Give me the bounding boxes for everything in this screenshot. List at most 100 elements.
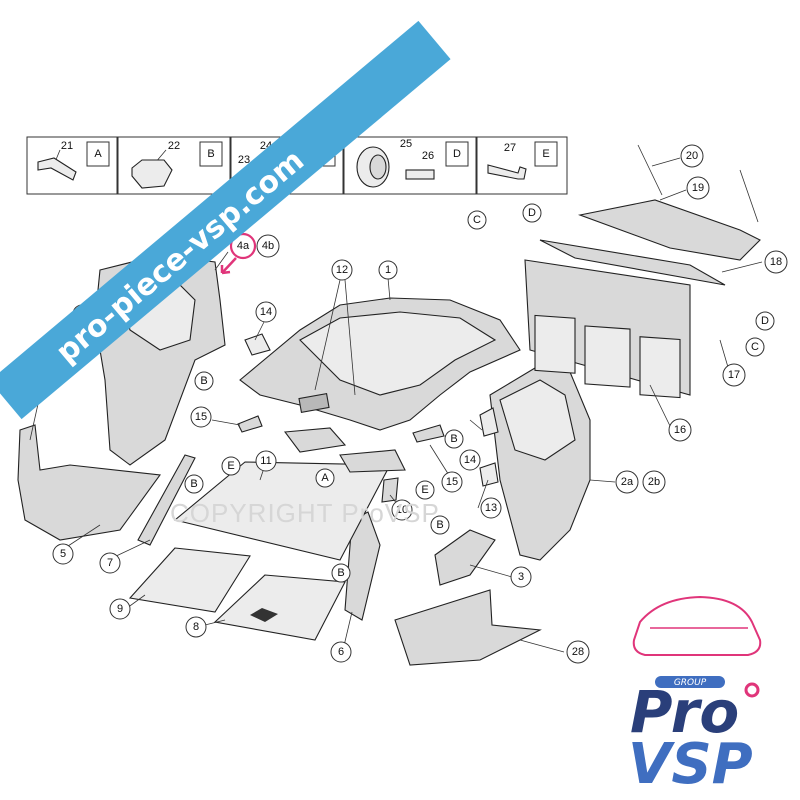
- svg-text:10: 10: [396, 504, 408, 516]
- legend-number: 21: [61, 140, 73, 152]
- logo-gear-icon: [744, 682, 760, 698]
- callout-3: 3: [510, 566, 532, 588]
- callout-7: 7: [99, 552, 121, 574]
- svg-text:9: 9: [117, 603, 123, 615]
- callout-1: 1: [378, 260, 398, 280]
- callout-15a: 15: [190, 406, 212, 428]
- callout-11: 11: [255, 450, 277, 472]
- callout-12: 12: [331, 259, 353, 281]
- pillar-trim-7: [137, 454, 196, 546]
- legend-box-b: B 22: [117, 136, 231, 195]
- svg-text:15: 15: [195, 411, 207, 423]
- lamp-14: [244, 333, 271, 356]
- callout-14b: 14: [459, 449, 481, 471]
- boot-side-right: [394, 589, 542, 666]
- legend-number: 22: [168, 140, 180, 152]
- svg-text:B: B: [337, 567, 344, 579]
- svg-text:16: 16: [674, 424, 686, 436]
- svg-text:28: 28: [572, 646, 584, 658]
- sun-visor-right: [339, 449, 406, 473]
- callout-2b: 2b: [642, 470, 666, 494]
- svg-text:5: 5: [60, 548, 66, 560]
- svg-text:B: B: [450, 433, 457, 445]
- callout-C1: C: [467, 210, 487, 230]
- callout-10: 10: [391, 499, 413, 521]
- provsp-logo: GROUP Pro VSP: [628, 595, 762, 797]
- callout-C2: C: [745, 337, 765, 357]
- callout-5: 5: [52, 543, 74, 565]
- svg-text:19: 19: [692, 182, 704, 194]
- boot-floor-11: [173, 461, 391, 561]
- logo-group-tag: GROUP: [674, 678, 707, 688]
- svg-text:15: 15: [446, 476, 458, 488]
- svg-text:17: 17: [728, 369, 740, 381]
- rivet-a-icon: [37, 157, 77, 181]
- legend-letter: A: [94, 148, 102, 160]
- callout-9: 9: [109, 598, 131, 620]
- svg-text:2b: 2b: [648, 476, 660, 488]
- callout-B4: B: [331, 563, 351, 583]
- logo-pro: Pro: [630, 678, 739, 746]
- floor-mat-9: [128, 547, 251, 613]
- callout-B3: B: [184, 474, 204, 494]
- car-outline-icon: [632, 595, 762, 656]
- svg-text:14: 14: [260, 306, 272, 318]
- grab-handle-15: [237, 415, 263, 433]
- svg-text:13: 13: [485, 502, 497, 514]
- svg-text:4b: 4b: [262, 240, 274, 252]
- headliner-inner: [299, 311, 497, 396]
- callout-D1: D: [522, 203, 542, 223]
- callout-E1: E: [221, 456, 241, 476]
- strap-20b: [739, 169, 759, 223]
- legend-box-e: E 27: [476, 136, 568, 195]
- svg-text:3: 3: [518, 571, 524, 583]
- legend-number: 25: [400, 138, 412, 150]
- svg-text:6: 6: [338, 646, 344, 658]
- callout-8: 8: [185, 616, 207, 638]
- callout-B5: B: [430, 515, 450, 535]
- shelf-18: [539, 239, 726, 286]
- callout-28: 28: [566, 640, 590, 664]
- callout-6: 6: [330, 641, 352, 663]
- callout-2a: 2a: [615, 470, 639, 494]
- svg-text:D: D: [528, 207, 536, 219]
- callout-D2: D: [755, 311, 775, 331]
- pin-e-icon: [487, 164, 527, 180]
- pillar-trim-10: [381, 477, 399, 503]
- svg-text:14: 14: [464, 454, 476, 466]
- sun-visor-left: [283, 427, 347, 453]
- svg-text:B: B: [436, 519, 443, 531]
- callout-E2: E: [415, 480, 435, 500]
- legend-box-d: D 25 26: [343, 136, 477, 195]
- svg-text:18: 18: [770, 256, 782, 268]
- svg-text:E: E: [227, 460, 234, 472]
- svg-text:D: D: [761, 315, 769, 327]
- callout-B1: B: [194, 371, 214, 391]
- callout-4a: 4a: [229, 232, 257, 260]
- callout-15b: 15: [441, 471, 463, 493]
- callout-19: 19: [686, 176, 710, 200]
- legend-letter: D: [453, 148, 461, 160]
- svg-text:4a: 4a: [237, 240, 250, 252]
- logo-vsp: VSP: [628, 732, 753, 797]
- svg-text:12: 12: [336, 264, 348, 276]
- clip-b-icon: [131, 159, 173, 189]
- svg-text:11: 11: [260, 455, 271, 467]
- callout-13b: 13: [480, 497, 502, 519]
- legend-box-a: A 21: [26, 136, 118, 195]
- bracket-3: [434, 529, 496, 586]
- callout-A: A: [315, 468, 335, 488]
- svg-text:1: 1: [385, 264, 391, 276]
- legend-letter: B: [207, 148, 214, 160]
- svg-text:A: A: [321, 472, 329, 484]
- callout-14a: 14: [255, 301, 277, 323]
- svg-text:B: B: [200, 375, 207, 387]
- callout-20: 20: [680, 144, 704, 168]
- floor-mat-8: [213, 574, 346, 641]
- svg-text:C: C: [751, 341, 759, 353]
- boot-side-left: [17, 424, 162, 541]
- svg-text:E: E: [421, 484, 428, 496]
- pillar-trim-6: [344, 511, 381, 621]
